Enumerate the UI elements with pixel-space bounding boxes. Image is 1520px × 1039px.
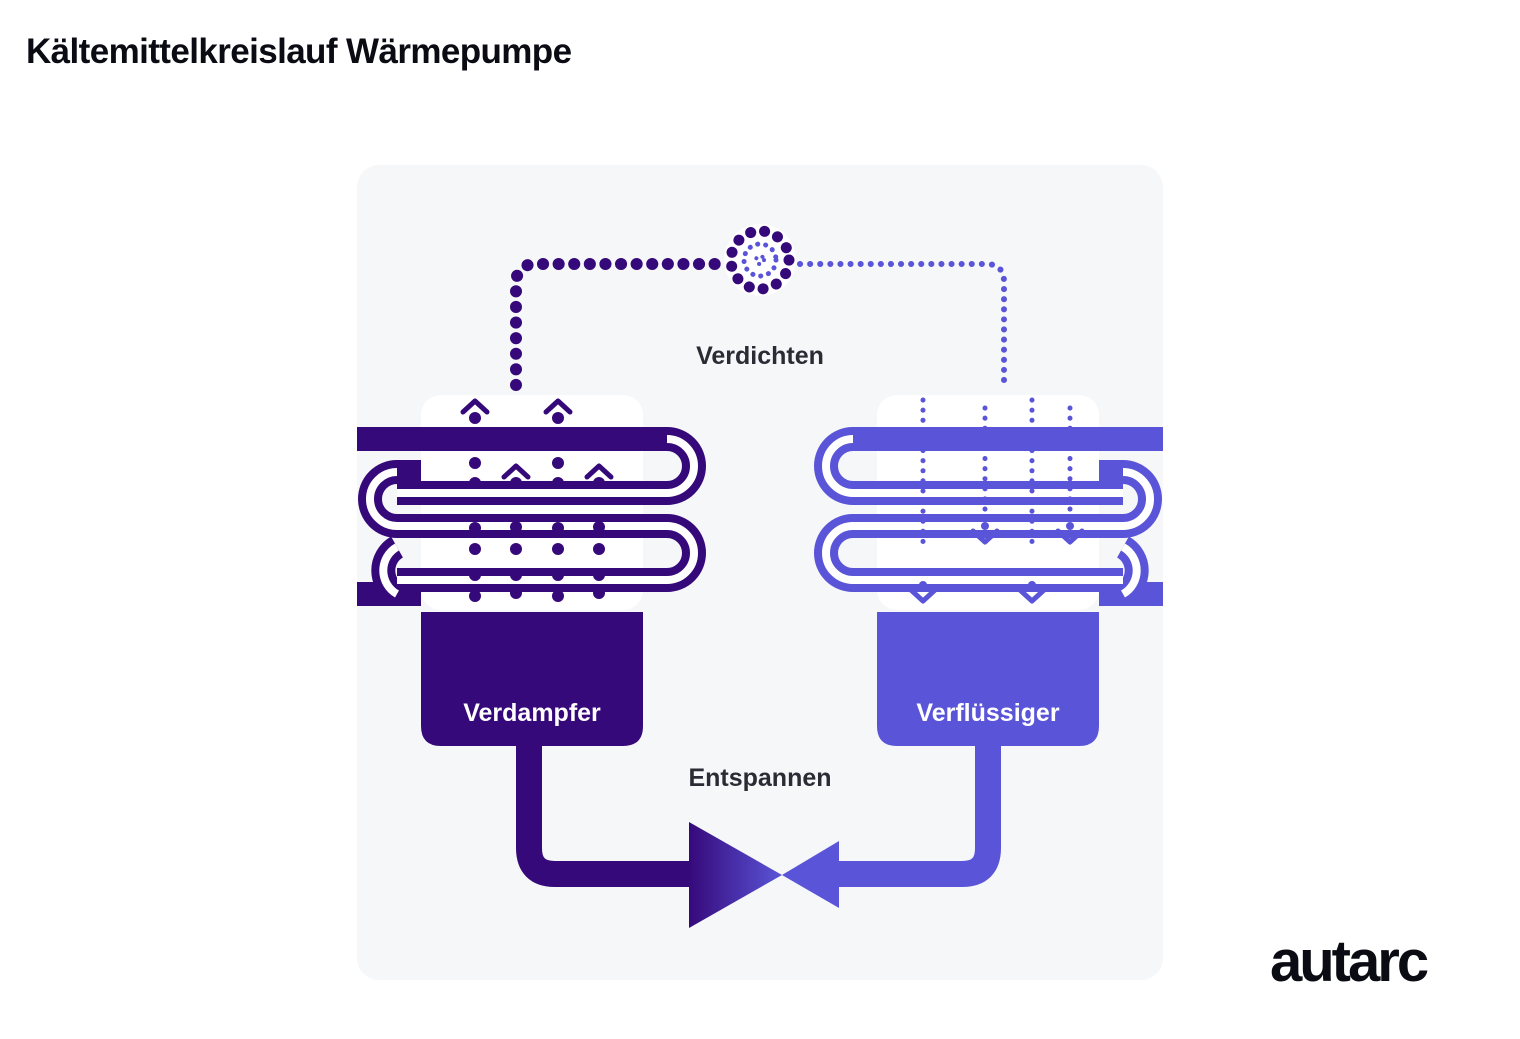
chevron-up-icon <box>460 398 490 415</box>
condenser-label: Verflüssiger <box>916 699 1059 727</box>
chevron-up-icon <box>543 398 573 415</box>
pressure-line <box>797 261 1007 391</box>
chevron-up-icon <box>501 463 531 480</box>
chevron-down-icon <box>970 528 1000 545</box>
chevron-down-icon <box>1055 528 1085 545</box>
diagram-panel <box>357 165 1163 980</box>
compress-label: Verdichten <box>696 342 824 370</box>
condenser <box>814 395 1163 746</box>
expansion-valve-icon <box>689 822 839 928</box>
condenser-liquid-line <box>825 746 1001 887</box>
evaporator-liquid-line <box>516 746 700 887</box>
chevron-down-icon <box>908 587 938 604</box>
chevron-down-icon <box>1017 587 1047 604</box>
chevron-up-icon <box>584 463 614 480</box>
evaporator <box>357 395 706 746</box>
evaporator-label: Verdampfer <box>463 699 601 727</box>
page-title: Kältemittelkreislauf Wärmepumpe <box>26 32 572 71</box>
expand-label: Entspannen <box>688 764 831 792</box>
brand-logo: autarc <box>1270 929 1429 994</box>
compressor-icon <box>724 224 796 296</box>
